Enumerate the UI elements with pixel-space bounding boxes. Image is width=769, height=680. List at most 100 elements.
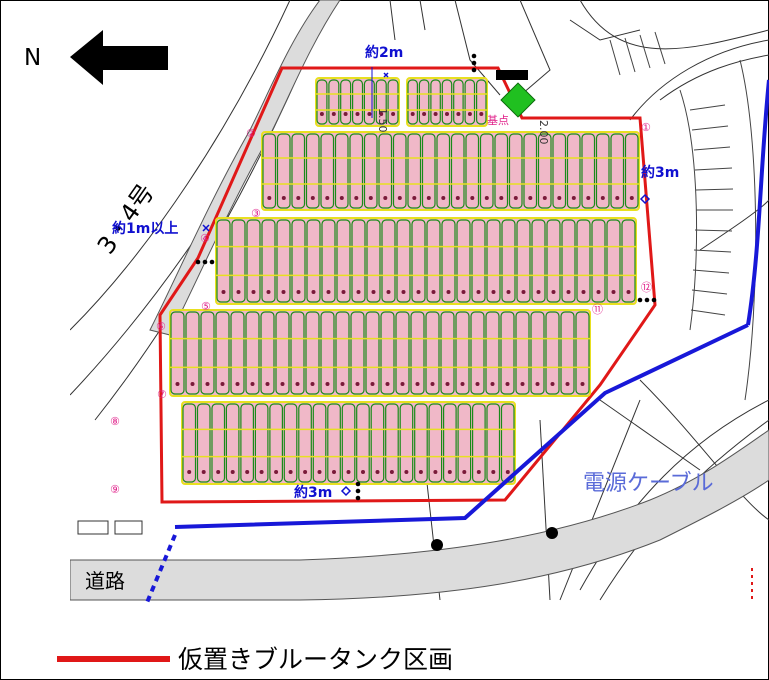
north-label: N: [24, 45, 41, 71]
tank-unit: [464, 79, 476, 125]
tank-valve: [201, 470, 206, 474]
tank-unit: [595, 133, 610, 209]
tank-valve: [370, 382, 375, 386]
tank-unit: [606, 219, 621, 303]
tank-unit: [516, 219, 531, 303]
tank-unit: [485, 311, 500, 395]
tank-valve: [566, 290, 571, 294]
tank-valve: [391, 112, 396, 116]
tank-unit: [254, 403, 269, 483]
tank-unit: [321, 219, 336, 303]
tank-valve: [581, 290, 586, 294]
tank-unit: [216, 219, 231, 303]
tank-blocks: [169, 77, 640, 485]
tank-valve: [571, 196, 576, 200]
tank-unit: [245, 311, 260, 395]
tank-valve: [296, 196, 301, 200]
tank-valve: [401, 290, 406, 294]
tank-unit: [430, 79, 441, 125]
tank-unit: [370, 403, 385, 483]
tank-valve: [479, 112, 484, 116]
tank-valve: [476, 290, 481, 294]
tank-unit: [501, 219, 516, 303]
tank-valve: [433, 112, 438, 116]
block-marker-3: ③: [251, 207, 261, 220]
tank-unit: [269, 403, 283, 483]
tank-unit: [356, 403, 370, 483]
tank-valve: [389, 470, 394, 474]
tank-valve: [296, 290, 301, 294]
tank-unit: [341, 403, 356, 483]
tank-block-5: [169, 309, 591, 397]
tank-valve: [422, 112, 427, 116]
tank-unit: [352, 79, 364, 125]
tank-valve: [491, 470, 496, 474]
tank-unit: [410, 311, 425, 395]
gap-top-label: 約2m: [365, 44, 403, 61]
tank-block-6: [181, 401, 516, 485]
tank-valve: [326, 290, 331, 294]
tank-unit: [312, 403, 327, 483]
legend-label: 仮置きブルータンク区画: [178, 645, 453, 674]
tank-valve: [375, 470, 380, 474]
tank-unit: [230, 311, 245, 395]
block-marker-11: ⑫: [641, 281, 652, 294]
tank-unit: [320, 311, 335, 395]
tank-valve: [367, 112, 372, 116]
tank-valve: [386, 290, 391, 294]
tank-valve: [310, 196, 315, 200]
tank-unit: [421, 133, 436, 209]
tank-unit: [349, 133, 364, 209]
tank-unit: [375, 79, 387, 125]
tank-valve: [412, 196, 417, 200]
tank-unit: [260, 311, 275, 395]
tank-valve: [445, 112, 449, 116]
tank-unit: [453, 79, 464, 125]
tank-valve: [535, 382, 540, 386]
north-arrow-icon: [70, 30, 168, 85]
tank-unit: [537, 133, 552, 209]
tank-valve: [611, 290, 616, 294]
gap-left-label: 約1m以上: [112, 220, 178, 237]
tank-unit: [316, 79, 328, 125]
tank-unit: [240, 403, 254, 483]
tank-unit: [327, 403, 341, 483]
base-point-label: 基点: [487, 114, 509, 127]
tank-unit: [298, 403, 312, 483]
building-2: [114, 520, 143, 535]
tank-unit: [336, 219, 351, 303]
tank-valve: [528, 196, 533, 200]
tank-valve: [221, 290, 226, 294]
tank-valve: [629, 196, 634, 200]
tank-valve: [505, 382, 510, 386]
tank-unit: [334, 133, 349, 209]
tank-unit: [457, 403, 472, 483]
tank-unit: [392, 133, 407, 209]
tank-unit: [576, 219, 591, 303]
tank-unit: [395, 311, 410, 395]
tank-valve: [513, 196, 518, 200]
tank-unit: [560, 311, 575, 395]
tank-valve: [220, 382, 225, 386]
tank-unit: [363, 133, 378, 209]
tank-valve: [368, 196, 373, 200]
tank-valve: [447, 470, 452, 474]
tank-unit: [591, 219, 606, 303]
tank-valve: [235, 382, 240, 386]
tank-unit: [486, 403, 501, 483]
tank-valve: [356, 290, 361, 294]
dim-label-1: 1.50: [376, 108, 389, 133]
tank-unit: [508, 133, 523, 209]
tank-unit: [381, 219, 396, 303]
tank-unit: [407, 133, 422, 209]
tank-unit: [418, 79, 430, 125]
tank-unit: [411, 219, 426, 303]
tank-unit: [320, 133, 335, 209]
block-marker-7: ⑦: [157, 388, 167, 401]
tank-valve: [461, 290, 466, 294]
tank-valve: [430, 382, 435, 386]
block-marker-4: ④: [200, 232, 210, 245]
tank-unit: [335, 311, 350, 395]
tank-valve: [462, 470, 467, 474]
